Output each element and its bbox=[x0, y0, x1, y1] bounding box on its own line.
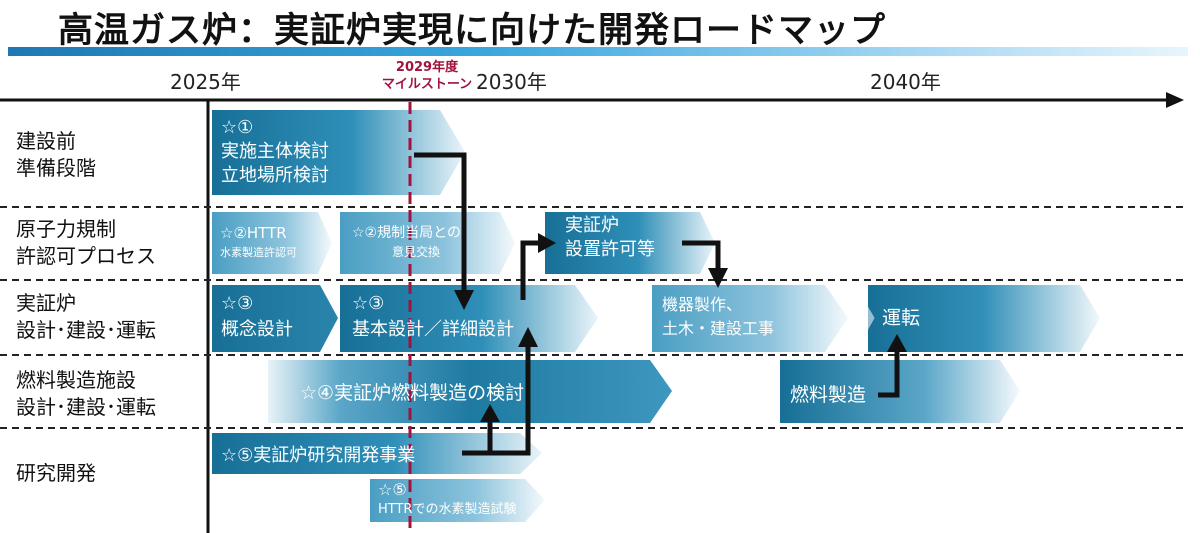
arrowhead-icon bbox=[708, 268, 728, 288]
chevron-arrow-icon bbox=[466, 109, 501, 196]
row-label-line2: 許認可プロセス bbox=[16, 244, 156, 268]
row-label-demo-reactor: 実証炉 設計･建設･運転 bbox=[16, 290, 156, 344]
bar-fuel-production bbox=[780, 360, 1020, 423]
row-label-licensing: 原子力規制 許認可プロセス bbox=[16, 216, 156, 270]
row-label-line1: 原子力規制 bbox=[16, 217, 116, 241]
milestone-label-line2: マイルストーン bbox=[381, 77, 473, 92]
bar-conceptual-design bbox=[212, 285, 338, 352]
arrowhead-icon bbox=[538, 233, 556, 253]
year-label-2030: 2030年 bbox=[476, 70, 547, 94]
title-underline bbox=[8, 47, 1188, 56]
chevron-arrow-icon bbox=[444, 109, 479, 196]
row-label-line1: 燃料製造施設 bbox=[16, 368, 136, 392]
bar-regulator-exchange bbox=[340, 212, 515, 274]
arrow-rd-to-design bbox=[462, 345, 531, 456]
row-label-line2: 設計･建設･運転 bbox=[16, 318, 156, 342]
bar-operation bbox=[868, 285, 1100, 352]
row-label-fuel-facility: 燃料製造施設 設計･建設･運転 bbox=[16, 367, 156, 421]
arrowhead-icon bbox=[887, 334, 907, 352]
timeline-arrowhead bbox=[1166, 92, 1184, 108]
arrow-permit-to-construction bbox=[682, 240, 721, 270]
chevron-arrow-icon bbox=[716, 211, 741, 275]
page-title: 高温ガス炉：実証炉実現に向けた開発ロードマップ bbox=[58, 11, 887, 51]
milestone-label: 2029年度 マイルストーン bbox=[372, 59, 482, 93]
row-label-line1: 研究開発 bbox=[16, 461, 96, 485]
bar-construction bbox=[652, 285, 848, 352]
chevron-arrow-icon bbox=[1126, 284, 1155, 353]
row-label-line1: 実証炉 bbox=[16, 291, 76, 315]
row-label-rd: 研究開発 bbox=[16, 460, 96, 487]
row-label-line2: 準備段階 bbox=[16, 156, 96, 180]
chevron-arrow-icon bbox=[676, 359, 707, 424]
arrowhead-icon bbox=[454, 290, 474, 310]
arrow-prep-to-design bbox=[414, 152, 467, 292]
year-label-2040: 2040年 bbox=[870, 70, 941, 94]
milestone-label-line1: 2029年度 bbox=[395, 60, 459, 75]
chevron-arrow-icon bbox=[1016, 359, 1047, 424]
chevron-arrow-icon bbox=[1051, 359, 1082, 424]
bar-installation-permit bbox=[545, 212, 715, 274]
arrowhead-icon bbox=[480, 404, 500, 422]
bar-fuel-study bbox=[268, 360, 672, 423]
chevron-arrow-icon bbox=[572, 432, 601, 475]
row-label-line2: 設計･建設･運転 bbox=[16, 395, 156, 419]
chevron-arrow-icon bbox=[578, 284, 609, 353]
row-label-preparation: 建設前 準備段階 bbox=[16, 128, 96, 182]
connector-arrows bbox=[414, 152, 900, 456]
arrow-design-to-permit bbox=[520, 240, 540, 300]
chevron-decorations bbox=[444, 109, 1155, 475]
bar-basic-detailed-design bbox=[340, 285, 598, 352]
year-label-2025: 2025年 bbox=[170, 70, 241, 94]
chevron-arrow-icon bbox=[545, 432, 574, 475]
row-label-line1: 建設前 bbox=[16, 129, 76, 153]
bar-httr-hydrogen-test bbox=[370, 479, 545, 522]
arrowheads bbox=[454, 233, 907, 422]
bar-httr-licensing bbox=[212, 212, 332, 274]
arrow-fuel-to-operation bbox=[878, 350, 900, 398]
chevron-arrow-icon bbox=[1096, 284, 1125, 353]
arrowhead-icon bbox=[518, 327, 538, 347]
chevron-arrow-icon bbox=[848, 284, 875, 352]
bar-rd-program bbox=[212, 433, 542, 474]
bar-preparation bbox=[212, 110, 465, 195]
